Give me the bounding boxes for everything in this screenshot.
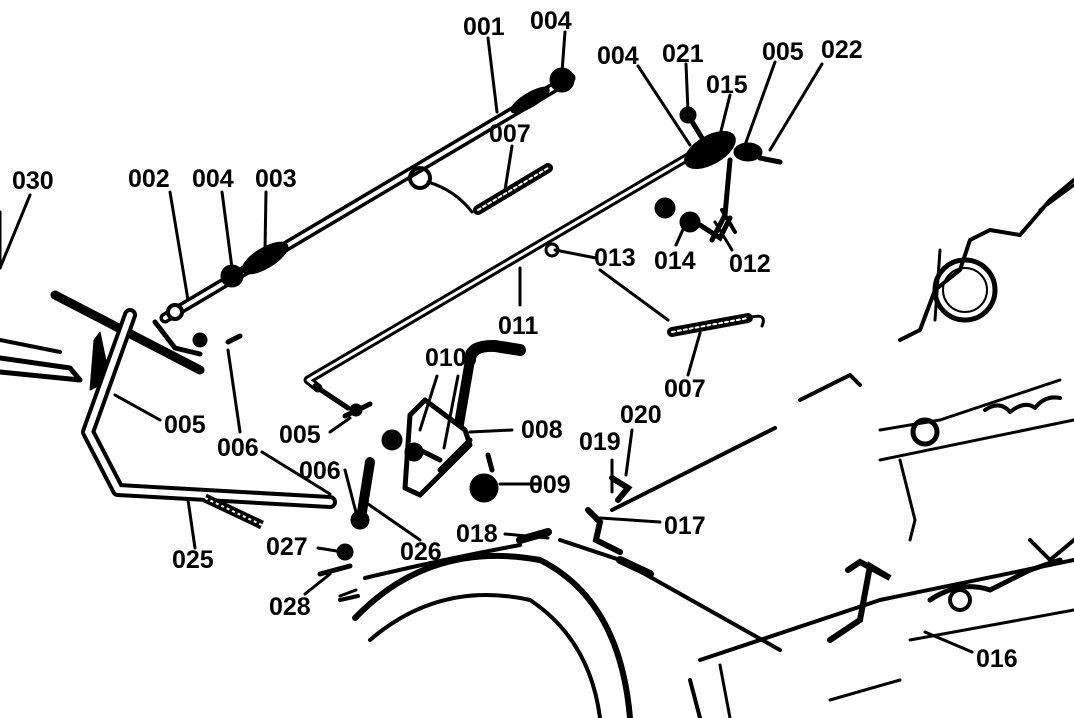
upper-spring [408,163,553,215]
part-label-025: 025 [172,546,214,574]
part-label-002: 002 [128,165,170,193]
part-label-003: 003 [255,165,297,193]
part-label-017: 017 [664,512,706,540]
part-label-009: 009 [529,471,571,499]
spring-025 [203,493,264,530]
part-label-010: 010 [425,344,467,372]
frame-outline [688,178,1074,718]
part-label-030: 030 [12,167,54,195]
upper-rod-assembly [159,67,576,324]
brake-drum [338,552,633,718]
part-label-005: 005 [164,411,206,439]
pivot-assembly [654,106,783,243]
part-labels: 001 004 004 021 005 022 015 007 030 002 … [12,7,1018,673]
part-label-013: 013 [594,244,636,272]
part-label-018: 018 [456,520,498,548]
part-label-004: 004 [597,42,639,70]
part-label-014: 014 [654,247,696,275]
part-label-022: 022 [821,36,863,64]
part-label-021: 021 [662,40,704,68]
part-label-028: 028 [269,593,311,621]
long-rod-011 [303,145,705,411]
part-label-006: 006 [217,434,259,462]
part-label-008: 008 [521,416,563,444]
part-label-027: 027 [266,533,308,561]
leader-lines [0,30,974,654]
part-label-001: 001 [463,13,505,41]
part-label-004: 004 [192,165,234,193]
left-handle-frame [0,210,337,509]
part-label-020: 020 [620,401,662,429]
part-label-004: 004 [530,7,572,35]
lower-spring [598,268,765,337]
part-label-019: 019 [579,428,621,456]
part-label-012: 012 [729,250,771,278]
part-label-016: 016 [976,645,1018,673]
part-label-011: 011 [498,312,538,340]
part-label-006: 006 [299,457,341,485]
part-label-026: 026 [400,538,442,566]
part-label-005: 005 [762,38,804,66]
part-label-015: 015 [706,71,748,99]
part-label-005: 005 [279,421,321,449]
part-label-007: 007 [664,375,706,403]
rear-rod-assembly [558,426,892,652]
part-label-007: 007 [489,120,531,148]
